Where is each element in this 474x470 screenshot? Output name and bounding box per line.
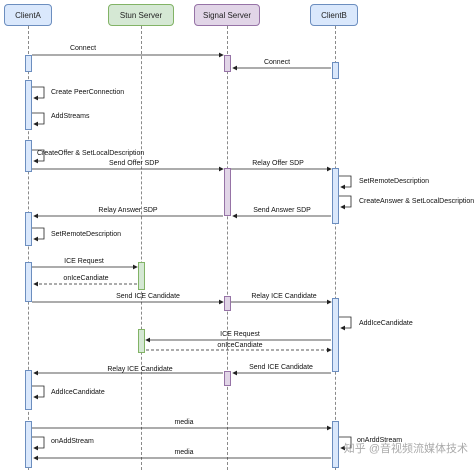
activation-bar — [224, 168, 231, 216]
message-label: media — [174, 419, 194, 426]
activation-bar — [25, 80, 32, 130]
message-label: AddIceCandidate — [51, 389, 105, 396]
message-label: Send ICE Candidate — [249, 364, 313, 371]
activation-bar — [25, 262, 32, 302]
participant-client-a: ClientA — [4, 4, 52, 26]
message-label: ICE Request — [220, 331, 260, 338]
message-label: AddStreams — [51, 113, 90, 120]
self-arrow — [32, 227, 45, 242]
message-label: Connect — [69, 45, 97, 52]
message-label: Send ICE Candidate — [116, 293, 180, 300]
message-label: Relay ICE Candidate — [107, 366, 173, 373]
message-label: AddIceCandidate — [359, 320, 413, 327]
activation-bar — [138, 329, 145, 353]
activation-bar — [138, 262, 145, 290]
self-arrow — [32, 112, 45, 127]
activation-bar — [25, 370, 32, 410]
message-label: Relay Offer SDP — [252, 160, 304, 167]
message-label: ICE Request — [64, 258, 104, 265]
activation-bar — [332, 168, 339, 224]
lifeline-stun-server — [141, 26, 142, 470]
self-arrow — [339, 316, 352, 331]
self-arrow — [339, 436, 352, 451]
participant-stun-server: Stun Server — [108, 4, 174, 26]
watermark: 知乎 @音视频流媒体技术 — [343, 443, 468, 455]
message-label: CreateAnswer & SetLocalDescription — [359, 198, 474, 205]
message-label: Send Answer SDP — [253, 207, 311, 214]
lifeline-signal-server — [227, 26, 228, 470]
participant-client-b: ClientB — [310, 4, 358, 26]
self-arrow — [32, 385, 45, 400]
activation-bar — [25, 55, 32, 72]
message-label: onAddStream — [51, 438, 94, 445]
self-arrow — [339, 175, 352, 190]
lifeline-client-b — [335, 26, 336, 470]
message-label: Relay ICE Candidate — [251, 293, 317, 300]
activation-bar — [332, 421, 339, 468]
activation-bar — [25, 212, 32, 246]
message-label: Relay Answer SDP — [98, 207, 158, 214]
self-arrow — [32, 149, 45, 164]
lifeline-client-a — [28, 26, 29, 470]
self-arrow — [339, 195, 352, 210]
message-label: Send Offer SDP — [108, 160, 160, 167]
message-label: Connect — [263, 59, 291, 66]
message-label: onArddStream — [357, 437, 403, 444]
activation-bar — [25, 140, 32, 172]
activation-bar — [332, 298, 339, 372]
participant-signal-server: Signal Server — [194, 4, 260, 26]
activation-bar — [224, 371, 231, 386]
message-label: CreateOffer & SetLocalDescription — [37, 150, 145, 157]
self-arrow — [32, 86, 45, 101]
activation-bar — [224, 296, 231, 311]
self-arrow — [32, 436, 45, 451]
activation-bar — [224, 55, 231, 72]
message-label: SetRemoteDescription — [359, 178, 430, 185]
activation-bar — [25, 421, 32, 468]
message-label: onIceCandiate — [217, 342, 263, 349]
message-label: Create PeerConnection — [51, 89, 125, 96]
message-label: media — [174, 449, 194, 456]
message-label: SetRemoteDescription — [51, 231, 122, 238]
activation-bar — [332, 62, 339, 79]
message-label: onIceCandiate — [63, 275, 109, 282]
